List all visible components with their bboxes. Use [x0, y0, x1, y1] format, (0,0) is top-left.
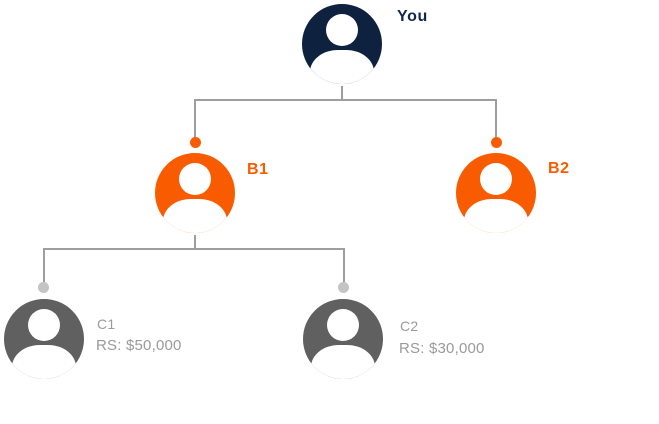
person-icon-head — [327, 309, 359, 341]
node-value-c1: RS: $50,000 — [96, 337, 182, 354]
node-dot-b1 — [190, 137, 201, 148]
avatar-b2 — [454, 151, 538, 235]
connector-b1-stem — [194, 235, 196, 248]
node-label-b2: B2 — [548, 160, 570, 177]
node-dot-c2 — [338, 282, 349, 293]
avatar-c2 — [301, 297, 385, 381]
person-icon-body — [163, 199, 227, 233]
avatar-you — [300, 2, 384, 86]
connector-b2-drop — [495, 101, 497, 138]
connector-c2-drop — [343, 250, 345, 282]
person-icon-head — [326, 14, 358, 46]
node-dot-c1 — [38, 282, 49, 293]
node-label-c1: C1 — [97, 316, 116, 332]
person-icon-body — [464, 199, 528, 233]
node-dot-b2 — [491, 137, 502, 148]
person-icon-body — [311, 345, 375, 379]
person-icon-head — [480, 163, 512, 195]
connector-level1-horizontal — [194, 99, 497, 101]
person-icon-body — [310, 50, 374, 84]
connector-b1-drop — [194, 101, 196, 138]
avatar-c1 — [2, 297, 86, 381]
person-icon-head — [179, 163, 211, 195]
node-label-you: You — [397, 8, 428, 25]
connector-level2-horizontal — [43, 248, 345, 250]
node-label-c2: C2 — [400, 318, 419, 334]
node-value-c2: RS: $30,000 — [399, 340, 485, 357]
avatar-b1 — [153, 151, 237, 235]
person-icon-body — [12, 345, 76, 379]
connector-c1-drop — [43, 250, 45, 282]
person-icon-head — [28, 309, 60, 341]
connector-you-stem — [341, 86, 343, 99]
node-label-b1: B1 — [247, 161, 269, 178]
